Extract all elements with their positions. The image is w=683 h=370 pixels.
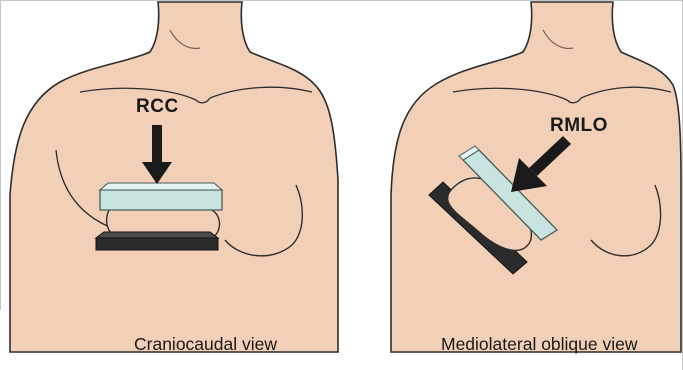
- compression-plate-glass: [100, 183, 222, 210]
- craniocaudal-panel: RCC Craniocaudal view: [0, 0, 341, 370]
- rcc-label: RCC: [136, 96, 179, 118]
- mediolateral-oblique-caption: Mediolateral oblique view: [441, 334, 638, 355]
- craniocaudal-illustration: [0, 0, 341, 370]
- rmlo-label: RMLO: [550, 115, 608, 137]
- mediolateral-oblique-panel: RMLO Mediolateral oblique view: [341, 0, 682, 370]
- craniocaudal-caption: Craniocaudal view: [134, 334, 277, 355]
- mediolateral-oblique-illustration: [341, 0, 682, 370]
- torso-left: [10, 2, 338, 352]
- detector-plate-dark: [96, 232, 218, 250]
